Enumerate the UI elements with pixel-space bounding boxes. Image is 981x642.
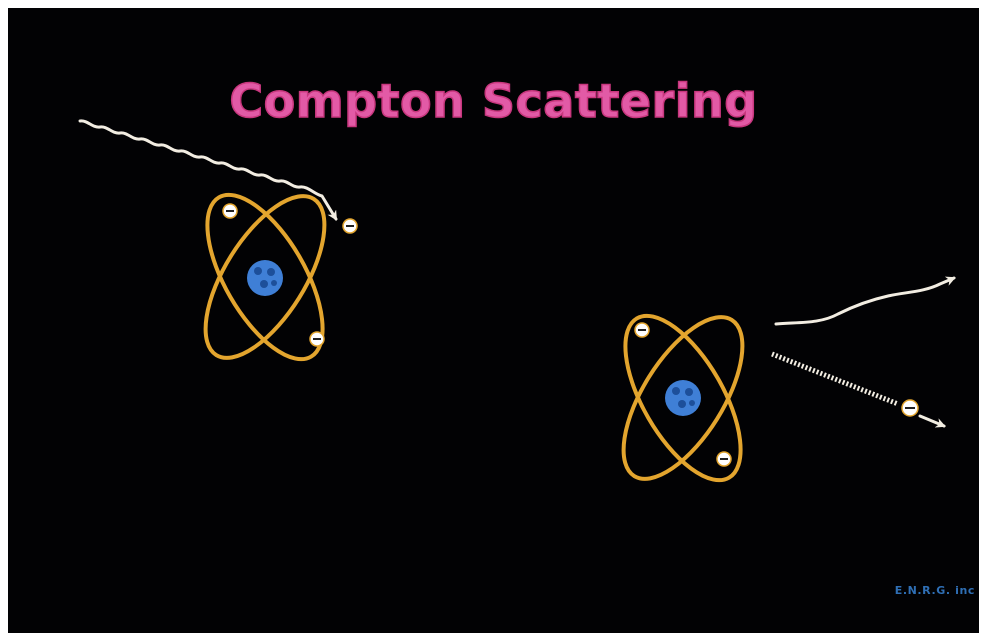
- orbit-ring-2: [623, 313, 743, 483]
- electron-icon: [716, 451, 732, 467]
- electron-track: [771, 351, 899, 407]
- electron-direction-arrow: [918, 414, 946, 428]
- orbit-ring-1: [203, 194, 327, 360]
- slide: Compton Scattering: [8, 8, 979, 633]
- atom-before-scattering: [203, 192, 358, 362]
- electron-icon: [634, 322, 650, 338]
- compton-diagram: [78, 119, 956, 483]
- electron-icon: [309, 331, 325, 347]
- electron-icon: [222, 203, 238, 219]
- incident-photon-arrow: [78, 119, 338, 221]
- electron-target-icon: [342, 218, 358, 234]
- orbit-ring-1: [621, 315, 745, 481]
- nucleus-icon: [247, 260, 283, 296]
- credit-label: E.N.R.G. inc: [894, 584, 975, 597]
- atom-after-scattering: [621, 313, 745, 483]
- scattered-photon-arrow: [774, 276, 956, 326]
- slide-title: Compton Scattering: [229, 73, 758, 129]
- nucleus-icon: [665, 380, 701, 416]
- ejected-electron-icon: [901, 399, 919, 417]
- orbit-ring-2: [205, 192, 325, 362]
